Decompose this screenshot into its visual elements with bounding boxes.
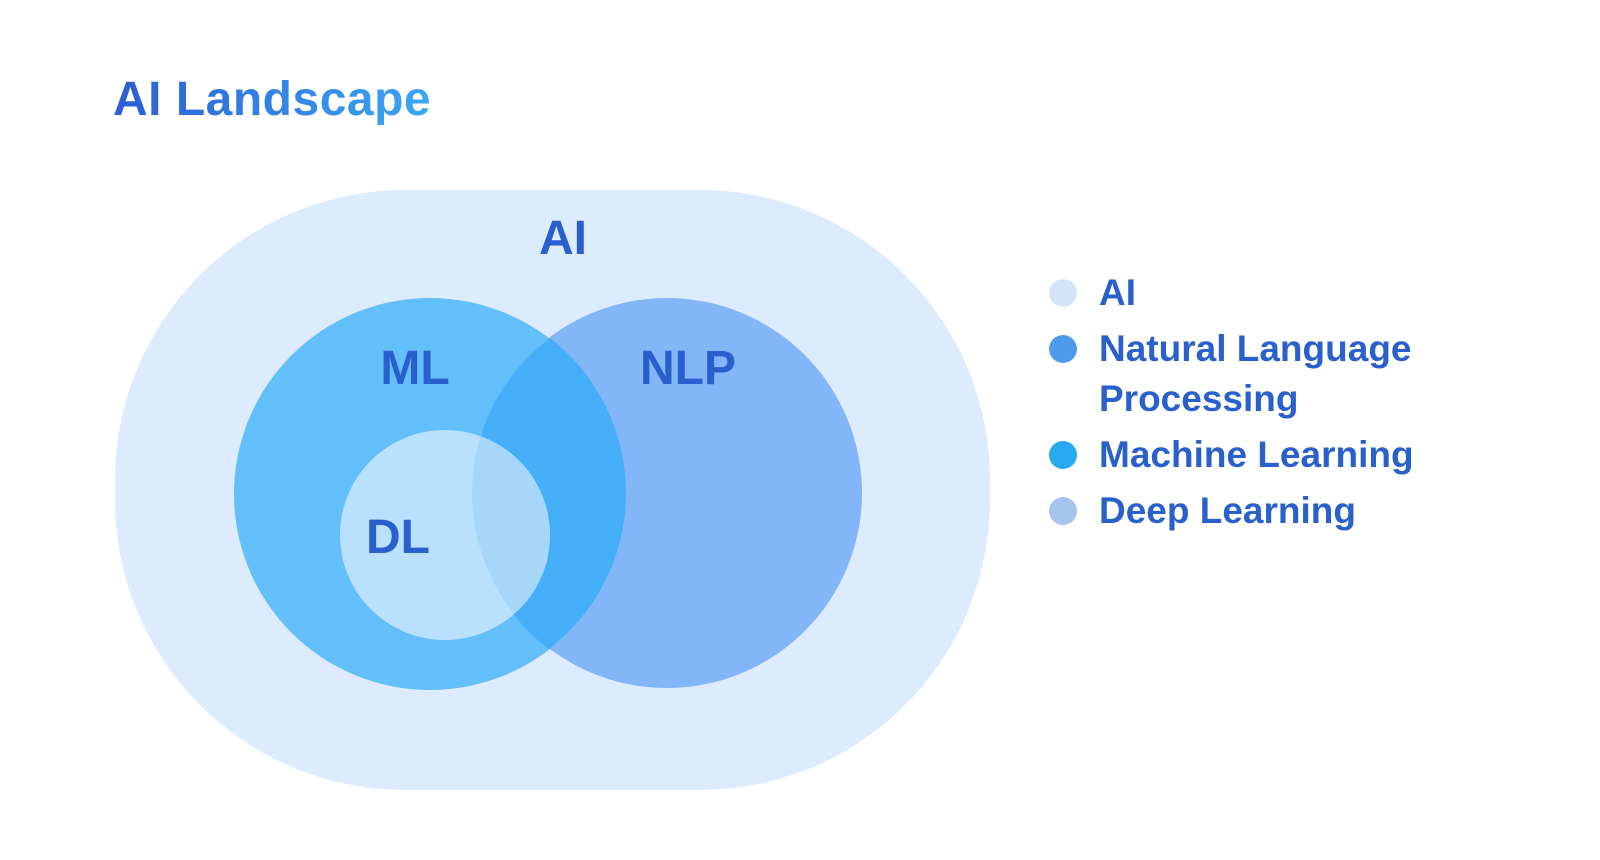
legend-dot-nlp <box>1049 335 1077 363</box>
venn-label-nlp: NLP <box>640 342 736 395</box>
legend-label: AI <box>1099 272 1136 313</box>
venn-label-ai: AI <box>539 212 587 265</box>
venn-diagram: AI ML NLP DL <box>115 190 990 790</box>
legend-dot-dl <box>1049 497 1077 525</box>
legend-item: Machine Learning <box>1049 430 1469 480</box>
legend-dot-ai <box>1049 279 1077 307</box>
legend-label: Deep Learning <box>1099 490 1356 531</box>
legend-dot-ml <box>1049 441 1077 469</box>
page-title: AI Landscape <box>113 73 432 126</box>
legend-item: Deep Learning <box>1049 486 1469 536</box>
venn-label-ml: ML <box>380 342 449 395</box>
venn-label-dl: DL <box>366 511 430 564</box>
legend: AI Natural Language Processing Machine L… <box>1049 268 1469 536</box>
legend-item: Natural Language Processing <box>1049 324 1469 424</box>
legend-label: Natural Language Processing <box>1099 328 1412 419</box>
legend-item: AI <box>1049 268 1469 318</box>
legend-label: Machine Learning <box>1099 434 1414 475</box>
venn-region-dl-nlp-overlap <box>472 436 550 614</box>
